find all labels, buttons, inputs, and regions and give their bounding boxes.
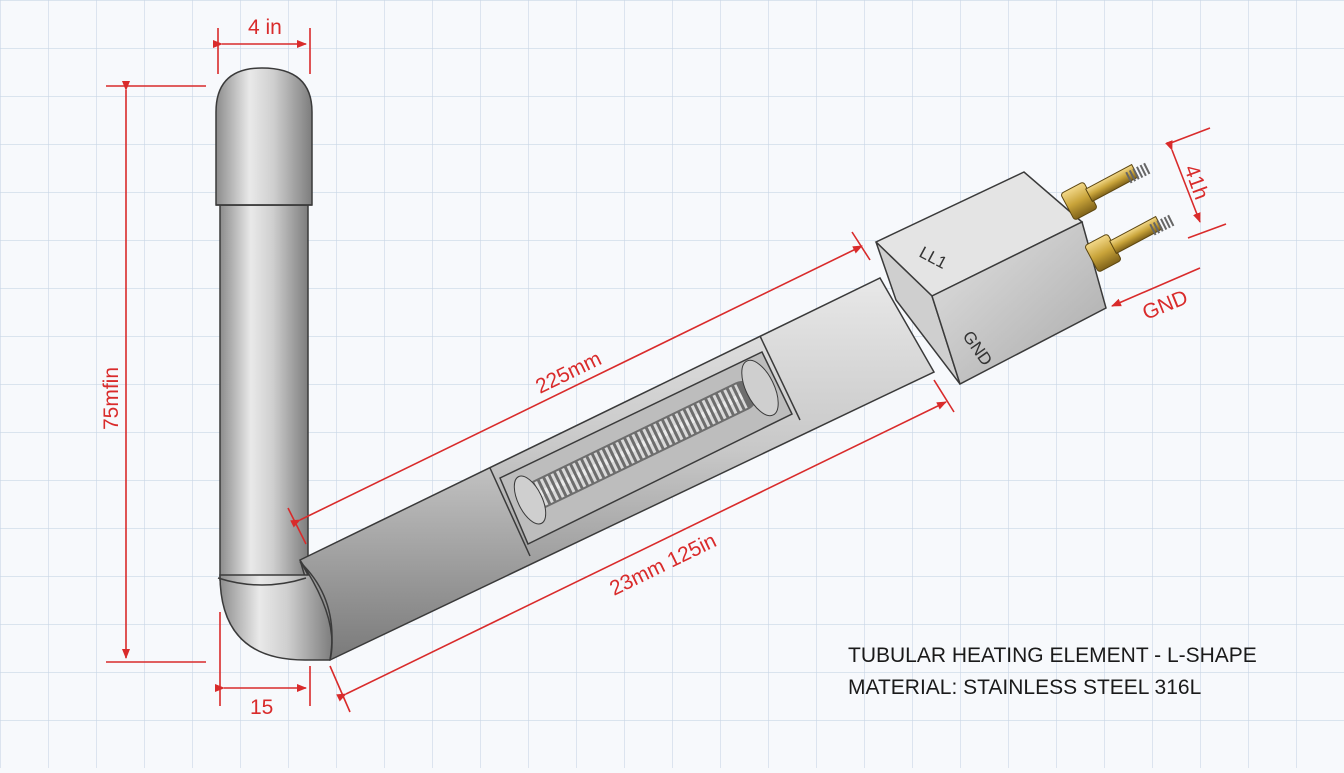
terminal-pin-top [1061,162,1151,220]
end-cap [215,67,313,206]
terminal-pin-bottom [1085,214,1175,272]
dim-bottom-width: 15 [250,696,273,719]
vertical-tube [215,67,313,581]
dim-vertical-height: 75mfin [100,367,123,430]
caption-material: MATERIAL: STAINLESS STEEL 316L [848,676,1201,699]
dimension-lines [106,28,1227,713]
caption-title: TUBULAR HEATING ELEMENT - L-SHAPE [848,644,1257,667]
dim-top-width: 4 in [248,16,282,39]
terminal-box [874,171,1107,386]
